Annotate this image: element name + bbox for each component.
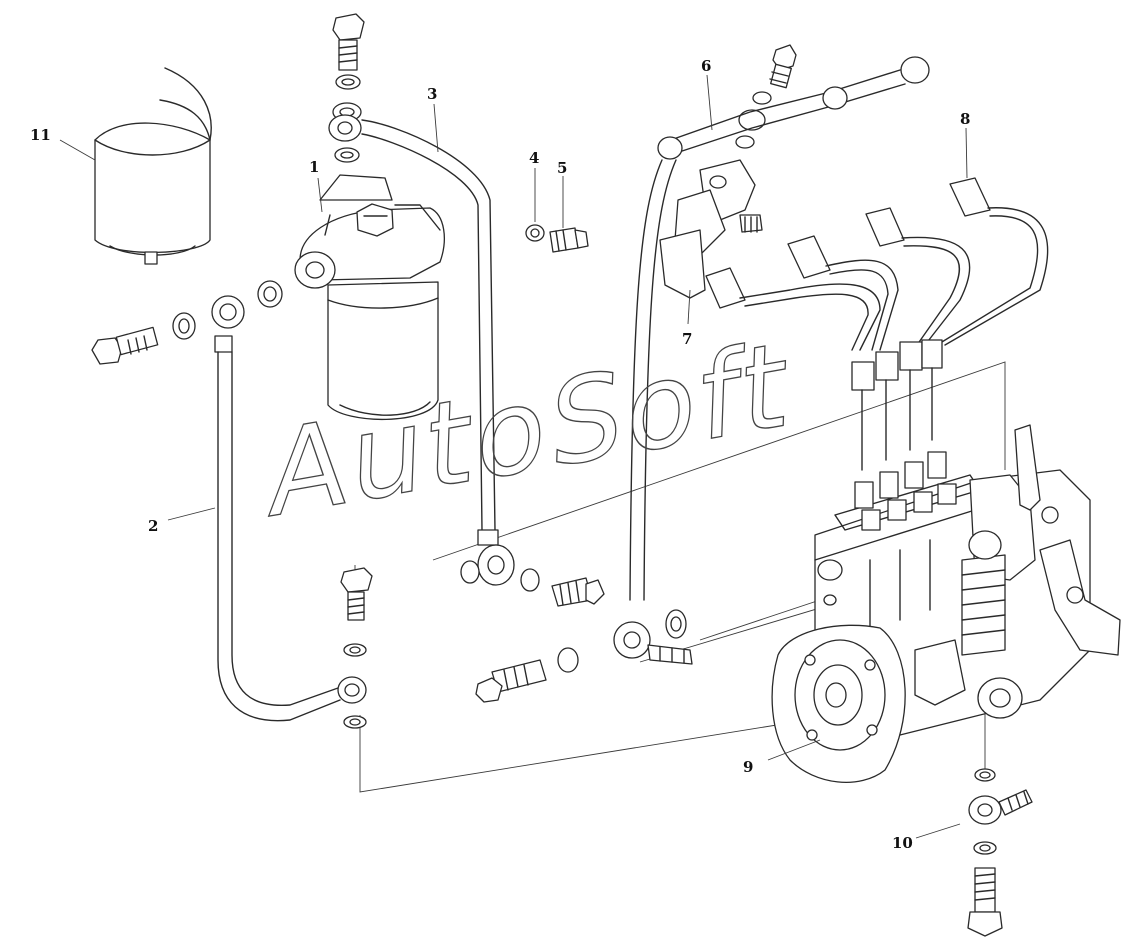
part-1-fuel-filter xyxy=(294,13,445,421)
callout-3: 3 xyxy=(427,85,437,103)
callout-4: 4 xyxy=(529,149,539,167)
part-6-leakoff-pipe xyxy=(475,44,930,703)
callout-1: 1 xyxy=(309,158,319,176)
part-11-filter-bowl xyxy=(94,67,212,265)
callout-5: 5 xyxy=(557,159,567,177)
part-9-injection-pump xyxy=(771,424,1121,783)
callout-8: 8 xyxy=(960,110,970,128)
callout-2: 2 xyxy=(148,517,158,535)
part-4-washer xyxy=(525,224,545,242)
hose-2-lower-fittings xyxy=(340,567,373,729)
callout-7: 7 xyxy=(682,330,692,348)
part-8-high-pressure-pipes xyxy=(705,177,1049,471)
callout-6: 6 xyxy=(701,57,711,75)
part-2-fuel-hose xyxy=(214,335,367,722)
callout-leaders xyxy=(59,74,968,839)
callout-labels: 1 2 3 4 5 6 7 8 9 10 11 xyxy=(30,57,970,852)
part-3-return-hose xyxy=(361,119,605,607)
hose-2-upper-fittings xyxy=(91,280,283,365)
part-7-injector xyxy=(659,159,763,299)
part-10-inlet-fitting xyxy=(967,768,1033,937)
part-5-bolt xyxy=(549,227,589,253)
callout-10: 10 xyxy=(892,834,913,852)
callout-9: 9 xyxy=(743,758,753,776)
callout-11: 11 xyxy=(30,126,51,144)
